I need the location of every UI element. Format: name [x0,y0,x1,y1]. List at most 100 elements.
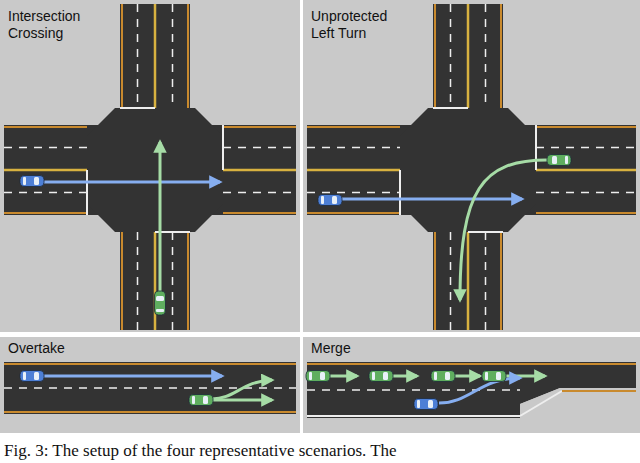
lane-line [223,147,296,149]
car-body [318,195,342,206]
road-edge [520,391,562,416]
scenario-title: Intersection Crossing [8,8,108,42]
lane-line [4,192,87,194]
road-edge [562,390,636,392]
car-window [332,196,337,204]
trajectory-arrow [460,160,547,300]
car-window [192,396,195,404]
lane-line [4,147,87,149]
road-edge [121,4,123,108]
road-edge [4,212,87,214]
road-edge [4,126,87,128]
car [20,176,44,187]
center-line [154,4,157,108]
scenario-panel: Intersection Crossing [0,0,300,332]
car-window [34,177,39,185]
car-window [23,177,26,185]
stop-line [86,170,88,215]
car-body [547,155,571,166]
road-edge [536,212,636,214]
road-edge [434,232,436,330]
trajectory-arrow [159,142,162,292]
car-window [417,400,420,408]
figure-caption: Fig. 3: The setup of the four representa… [4,441,397,461]
car [414,399,438,410]
trajectory-arrow [212,380,272,399]
car-window [434,372,437,380]
center-line [307,169,400,172]
road-edge [223,212,296,214]
center-line [223,169,296,172]
road-edge [4,363,296,365]
lane-line [137,4,139,108]
stop-line [222,125,224,170]
scenario-panel: Unprotected Left Turn [303,0,640,332]
lane-line [307,192,400,194]
car-body [414,399,438,410]
center-line [467,4,470,108]
car-window [203,396,208,404]
lane-line [172,4,174,108]
car [369,371,393,382]
road-edge [536,126,636,128]
intersection-area [87,108,223,232]
road-edge [307,363,636,365]
car-body [155,291,166,315]
car [20,371,44,382]
road-edge [307,415,520,417]
lane-line [485,232,487,330]
car [482,371,506,382]
scenario-panel: Overtake [0,337,300,433]
lane-line [450,232,452,330]
trajectory-arrow [455,375,480,378]
road-edge [500,4,502,108]
intersection [4,4,296,330]
panel-ground [303,0,640,332]
car-window [321,196,324,204]
trajectory-arrow [330,375,357,378]
car-window [496,372,501,380]
road [307,362,636,418]
car-window [552,156,557,164]
road-edge [223,126,296,128]
lane-line [307,389,520,391]
car-body [369,371,393,382]
car-window [428,400,433,408]
lane-end [520,388,636,418]
car [547,155,571,166]
car [306,371,330,382]
car-body [306,371,330,382]
lane-line [450,4,452,108]
car [155,291,166,315]
center-line [536,169,636,172]
lane-line [536,192,636,194]
car [318,195,342,206]
road-edge [307,212,400,214]
stop-line [433,107,468,109]
lane-line [137,232,139,330]
car-window [34,372,39,380]
car-window [565,156,568,164]
car-window [156,296,164,301]
stop-line [399,170,401,215]
road-edge [500,232,502,330]
lane-line [307,147,400,149]
car-window [320,372,325,380]
merge-road [307,362,636,418]
car-window [309,372,312,380]
lane-line [172,232,174,330]
car-window [383,372,388,380]
car-body [20,371,44,382]
scenario-title: Overtake [8,340,108,357]
road-edge [434,4,436,108]
road-edge [121,232,123,330]
car-window [485,372,488,380]
road-edge [4,411,296,413]
trajectory-arrow [212,399,272,402]
center-line [4,169,87,172]
center-line [154,232,157,330]
car-body [482,371,506,382]
car-window [23,372,26,380]
road-edge [187,4,189,108]
scenario-title: Merge [311,340,411,357]
